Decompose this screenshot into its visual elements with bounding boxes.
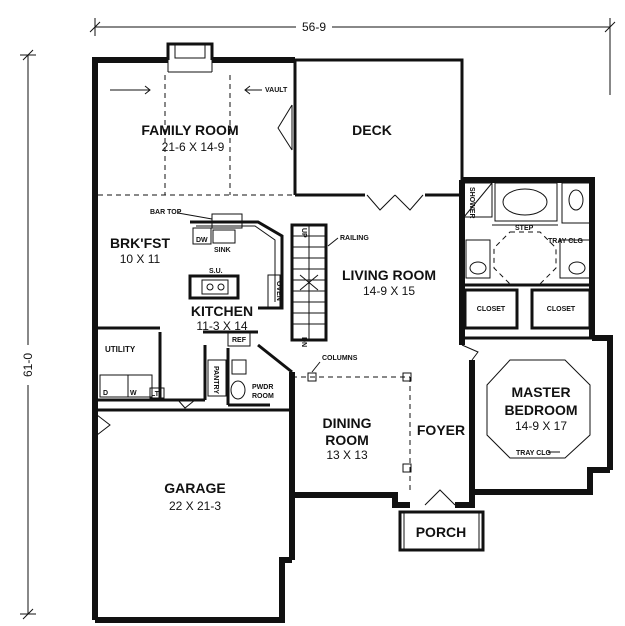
dining-label-line2: ROOM (325, 432, 369, 448)
overall-depth-label: 61-0 (21, 353, 35, 377)
master-size: 14-9 X 17 (515, 419, 567, 433)
kitchen-walls (188, 213, 284, 310)
up-label: UP (300, 228, 307, 238)
garage-label: GARAGE (164, 480, 225, 496)
vault-label: VAULT (265, 87, 288, 94)
step-label: STEP (515, 225, 534, 232)
dining-columns (292, 361, 412, 490)
overall-width-label: 56-9 (302, 20, 326, 34)
columns-label: COLUMNS (322, 355, 358, 362)
living-room-size: 14-9 X 15 (363, 284, 415, 298)
exterior-walls (92, 42, 613, 623)
deck-label: DECK (352, 122, 392, 138)
family-room-details: VAULT (98, 75, 424, 211)
closet-right-label: CLOSET (547, 306, 576, 313)
pantry-label: PANTRY (212, 366, 219, 394)
pwdr-label-line2: ROOM (252, 393, 274, 400)
master-label-line1: MASTER (511, 384, 570, 400)
brkfst-size: 10 X 11 (120, 252, 161, 266)
dimension-width: 56-9 (89, 18, 616, 95)
bar-top-label: BAR TOP (150, 209, 182, 216)
master-tray-ceiling (486, 359, 591, 459)
staircase (290, 223, 328, 342)
dw-label: DW (196, 237, 208, 244)
d-label: D (103, 390, 108, 397)
family-room-size: 21-6 X 14-9 (162, 140, 225, 154)
master-bath (462, 182, 592, 340)
garage-size: 22 X 21-3 (169, 499, 221, 513)
su-label: S.U. (209, 268, 223, 275)
w-label: W (130, 390, 137, 397)
kitchen-size: 11-3 X 14 (196, 319, 247, 333)
service-walls (95, 326, 293, 436)
porch: PORCH (398, 510, 485, 552)
oven-label: OVEN (275, 281, 282, 301)
porch-label: PORCH (416, 524, 467, 540)
brkfst-label: BRK'FST (110, 235, 171, 251)
dimension-depth: 61-0 (18, 49, 38, 620)
living-room-label: LIVING ROOM (342, 267, 436, 283)
tray-clg-bath-label: TRAY CLG (548, 238, 584, 245)
railing-label: RAILING (340, 235, 369, 242)
pwdr-label-line1: PWDR (252, 384, 273, 391)
family-room-label: FAMILY ROOM (141, 122, 238, 138)
foyer-label: FOYER (417, 422, 465, 438)
ref-label: REF (232, 337, 247, 344)
kitchen-label: KITCHEN (191, 303, 253, 319)
closet-left-label: CLOSET (477, 306, 506, 313)
tray-clg-bedroom-label: TRAY CLG (516, 450, 552, 457)
dining-label-line1: DINING (323, 415, 372, 431)
lt-label: LT (151, 391, 160, 398)
shower-label: SHOWER (468, 187, 475, 219)
dn-label: DN (300, 337, 307, 347)
sink-label: SINK (214, 247, 231, 254)
dining-size: 13 X 13 (326, 448, 368, 462)
utility-label: UTILITY (105, 345, 136, 354)
master-label-line2: BEDROOM (504, 402, 577, 418)
